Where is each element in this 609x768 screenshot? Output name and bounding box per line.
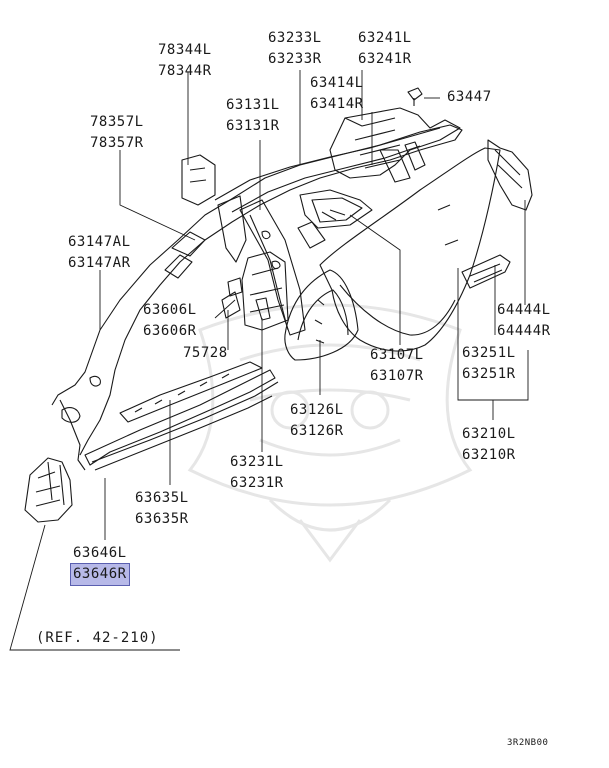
center-pillar	[239, 199, 306, 336]
label-63210: 63210L 63210R	[462, 426, 516, 463]
label-63606: 63606L 63606R	[143, 302, 197, 339]
side-sill	[84, 369, 276, 466]
rear-bracket-upper	[487, 139, 533, 211]
label-63131: 63131L 63131R	[226, 97, 280, 134]
label-63635: 63635L 63635R	[135, 490, 189, 527]
label-63231: 63231L 63231R	[230, 454, 284, 491]
label-63126: 63126L 63126R	[290, 402, 344, 439]
quarter-window-frame	[299, 189, 373, 229]
label-78344: 78344L 78344R	[158, 42, 212, 79]
roof-rail	[214, 127, 441, 201]
front-inner-lower-brace	[24, 457, 73, 523]
leader-lines	[9, 70, 529, 651]
label-63646: 63646L 63646R	[70, 543, 130, 586]
label-63414: 63414L 63414R	[310, 75, 364, 112]
reference-note: (REF. 42-210)	[36, 630, 159, 646]
part-drawing	[24, 87, 533, 523]
label-63233: 63233L 63233R	[268, 30, 322, 67]
front-pillar-outer	[51, 124, 463, 456]
label-63147: 63147AL 63147AR	[68, 234, 131, 271]
label-63107: 63107L 63107R	[370, 347, 424, 384]
label-63251: 63251L 63251R	[462, 345, 516, 382]
label-78357: 78357L 78357R	[90, 114, 144, 151]
rear-quarter-panel	[319, 147, 501, 352]
upper-rear-panel	[329, 107, 461, 179]
label-63241: 63241L 63241R	[358, 30, 412, 67]
highlighted-part-63646r[interactable]: 63646R	[70, 563, 130, 586]
center-pillar-inner	[241, 251, 289, 331]
label-75728: 75728	[183, 345, 228, 361]
diagram-code: 3R2NB00	[507, 738, 549, 748]
label-64444: 64444L 64444R	[497, 302, 551, 339]
wheel-house-arch	[284, 269, 359, 361]
label-63447: 63447	[447, 89, 492, 105]
rear-bracket-lower	[461, 254, 511, 289]
